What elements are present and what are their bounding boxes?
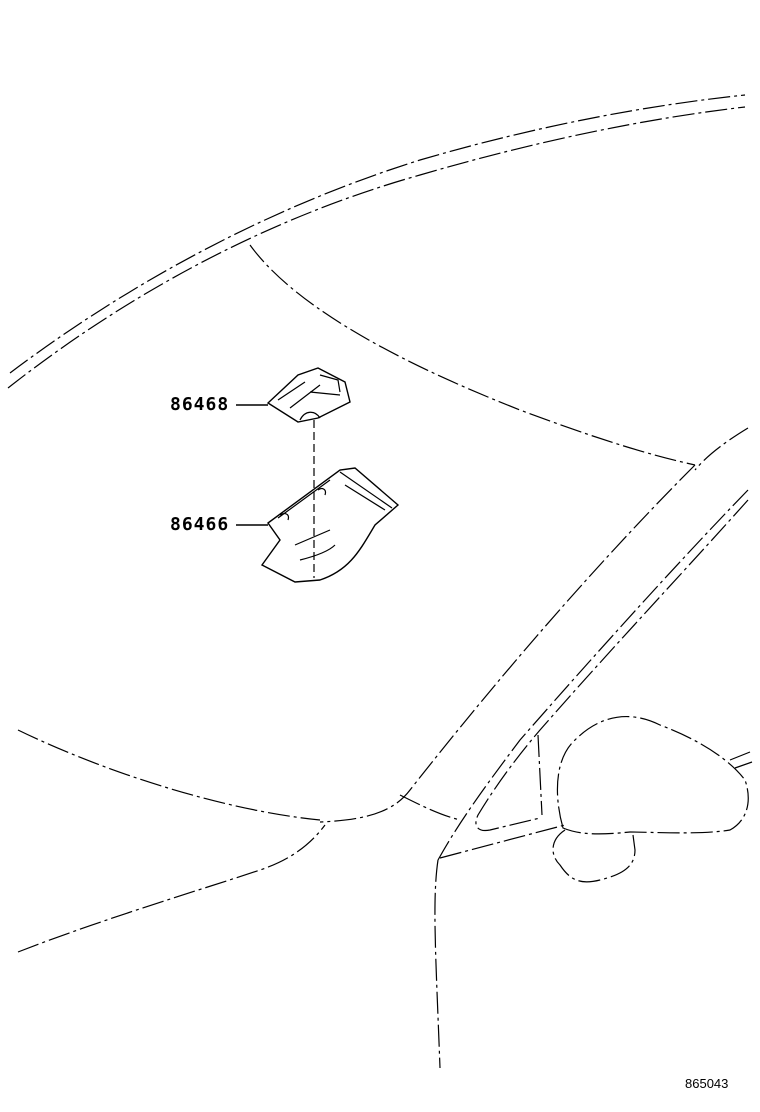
mirror-base xyxy=(552,829,636,883)
a-pillar-inner xyxy=(319,464,696,823)
windshield-edge xyxy=(249,244,696,466)
roof-edge-outer xyxy=(9,94,746,374)
roof-edge-inner xyxy=(7,106,746,389)
part-label-86468[interactable]: 86468 xyxy=(170,394,230,415)
illustration-code: 865043 xyxy=(685,1076,729,1091)
a-pillar-line-3 xyxy=(475,499,749,832)
camera-cover-icon xyxy=(260,467,400,583)
cowl-line xyxy=(399,794,461,821)
a-pillar-outer xyxy=(694,427,749,471)
fender-line xyxy=(17,824,326,953)
pillar-vertical xyxy=(537,734,543,816)
a-pillar-line-2 xyxy=(437,489,749,861)
door-line xyxy=(434,859,441,1069)
camera-bracket-cover-icon xyxy=(266,367,351,423)
hood-line xyxy=(17,729,321,821)
mirror-arm xyxy=(729,751,753,769)
part-label-86466[interactable]: 86466 xyxy=(170,514,230,535)
door-top-line xyxy=(439,824,566,859)
mirror-body xyxy=(556,716,749,835)
